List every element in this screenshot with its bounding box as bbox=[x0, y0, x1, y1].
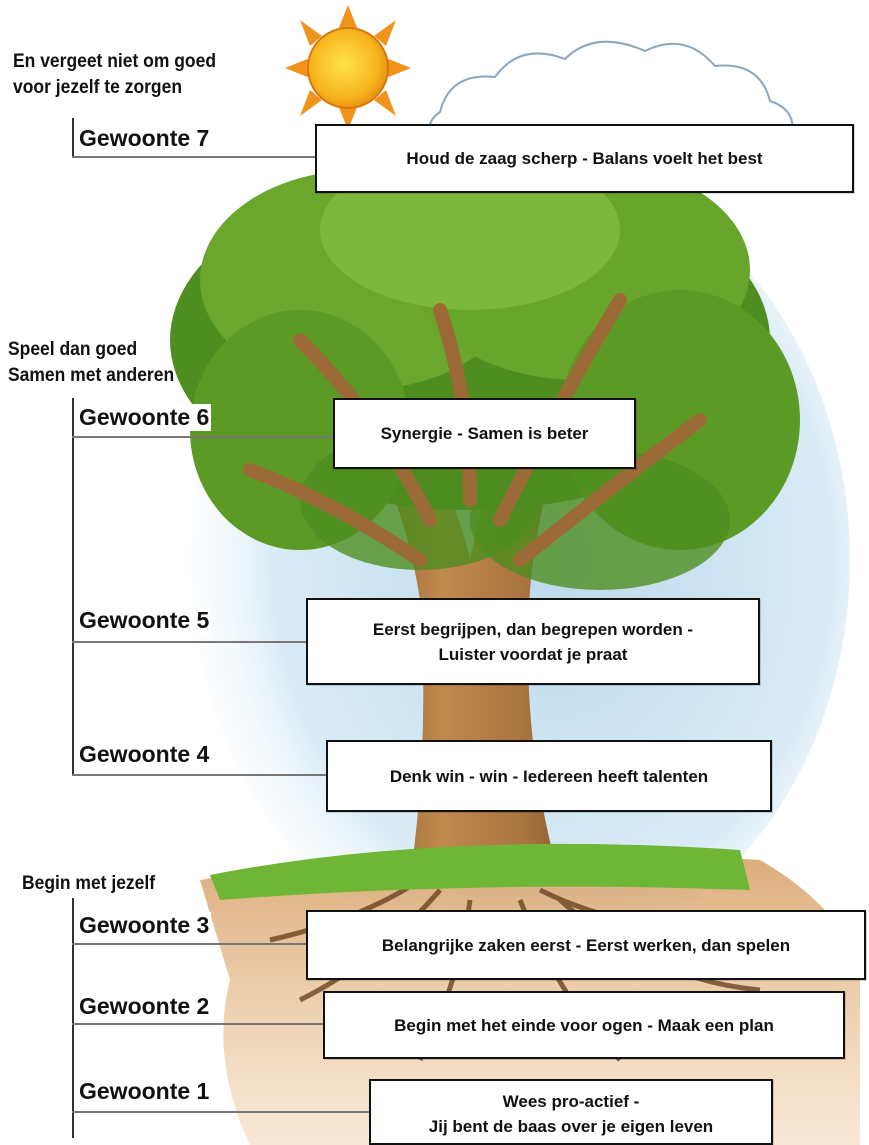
habit-description-7: Houd de zaag scherp - Balans voelt het b… bbox=[315, 124, 854, 193]
group-note-line: Samen met anderen bbox=[8, 363, 174, 389]
habit-description-2: Begin met het einde voor ogen - Maak een… bbox=[323, 991, 845, 1059]
habit-label-6: Gewoonte 6 bbox=[77, 404, 211, 431]
connector-h-2 bbox=[72, 1023, 324, 1025]
habit-label-1: Gewoonte 1 bbox=[77, 1078, 211, 1105]
habit-description-3: Belangrijke zaken eerst - Eerst werken, … bbox=[306, 910, 866, 980]
habit-description-line: Denk win - win - Iedereen heeft talenten bbox=[390, 764, 708, 789]
group-note-self: Begin met jezelf bbox=[22, 871, 155, 897]
tree-canopy bbox=[170, 150, 800, 590]
connector-line-3-1 bbox=[72, 898, 74, 1138]
habit-label-7: Gewoonte 7 bbox=[77, 125, 211, 152]
habit-label-4: Gewoonte 4 bbox=[77, 741, 211, 768]
habit-description-1: Wees pro-actief - Jij bent de baas over … bbox=[369, 1079, 773, 1145]
habit-description-4: Denk win - win - Iedereen heeft talenten bbox=[326, 740, 772, 812]
habit-description-line: Begin met het einde voor ogen - Maak een… bbox=[394, 1013, 774, 1038]
connector-line-7 bbox=[72, 118, 74, 158]
habit-description-line: Eerst begrijpen, dan begrepen worden - bbox=[373, 617, 693, 642]
group-note-line: Begin met jezelf bbox=[22, 871, 155, 897]
habit-description-6: Synergie - Samen is beter bbox=[333, 398, 636, 469]
connector-h-7 bbox=[72, 156, 316, 158]
sun-icon bbox=[285, 5, 411, 130]
group-note-line: voor jezelf te zorgen bbox=[13, 75, 216, 101]
connector-h-3 bbox=[72, 943, 308, 945]
habit-description-5: Eerst begrijpen, dan begrepen worden - L… bbox=[306, 598, 760, 685]
habit-description-line: Houd de zaag scherp - Balans voelt het b… bbox=[406, 146, 762, 171]
connector-h-4 bbox=[72, 774, 327, 776]
connector-h-6 bbox=[72, 436, 334, 438]
habit-description-line: Jij bent de baas over je eigen leven bbox=[429, 1114, 713, 1139]
group-note-together: Speel dan goed Samen met anderen bbox=[8, 337, 174, 389]
connector-h-1 bbox=[72, 1111, 370, 1113]
habit-label-3: Gewoonte 3 bbox=[77, 912, 211, 939]
group-note-self-care: En vergeet niet om goed voor jezelf te z… bbox=[13, 49, 216, 101]
habit-description-line: Belangrijke zaken eerst - Eerst werken, … bbox=[382, 933, 790, 958]
group-note-line: Speel dan goed bbox=[8, 337, 174, 363]
habit-description-line: Synergie - Samen is beter bbox=[381, 421, 589, 446]
habit-label-2: Gewoonte 2 bbox=[77, 993, 211, 1020]
connector-line-6-4 bbox=[72, 398, 74, 776]
group-note-line: En vergeet niet om goed bbox=[13, 49, 216, 75]
connector-h-5 bbox=[72, 641, 308, 643]
habit-label-5: Gewoonte 5 bbox=[77, 607, 211, 634]
habit-description-line: Luister voordat je praat bbox=[439, 642, 628, 667]
habit-description-line: Wees pro-actief - bbox=[503, 1089, 640, 1114]
